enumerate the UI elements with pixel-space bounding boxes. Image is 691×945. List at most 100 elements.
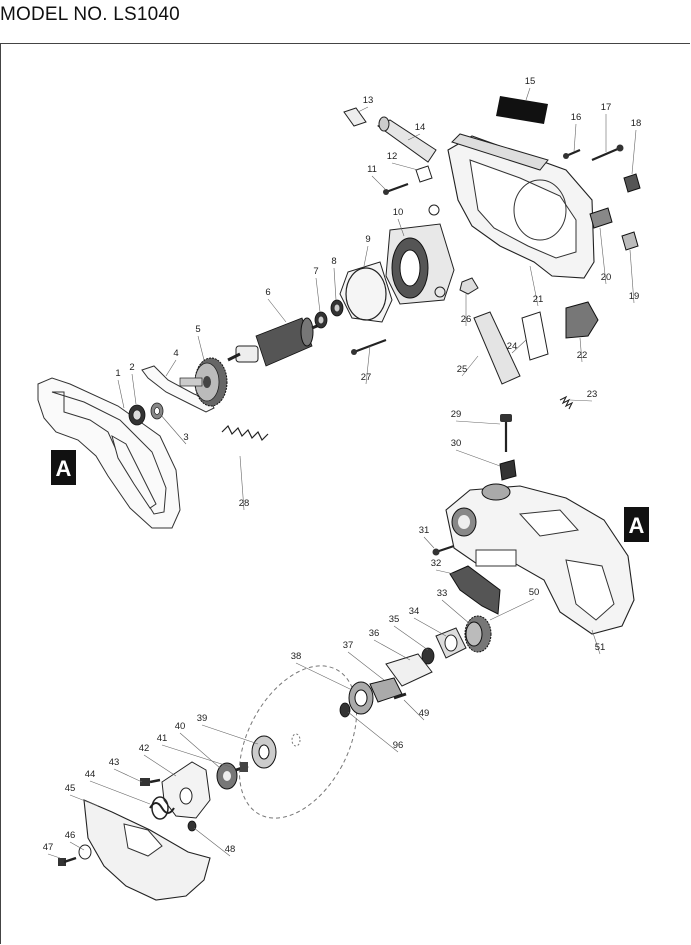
field-part <box>385 204 455 305</box>
part-label-18: 18 <box>631 118 642 129</box>
part-label-23: 23 <box>587 389 598 400</box>
screw-head-part <box>351 144 624 556</box>
leader-line-8 <box>333 267 337 301</box>
leader-line-50 <box>489 598 535 621</box>
part-label-4: 4 <box>173 348 178 359</box>
leader-line-10 <box>397 218 405 237</box>
cap-part <box>589 173 641 251</box>
part-label-48: 48 <box>225 844 236 855</box>
center-cover-part <box>140 761 211 832</box>
part-label-14: 14 <box>415 122 426 133</box>
leader-line-40 <box>179 732 221 769</box>
spindle-gear-part <box>369 615 492 703</box>
gear-part <box>179 357 228 407</box>
leader-line-47 <box>47 853 61 859</box>
leader-line-38 <box>295 662 353 691</box>
cover-plate-part <box>449 565 501 615</box>
spring-part <box>221 424 269 442</box>
part-label-10: 10 <box>393 207 404 218</box>
part-label-11: 11 <box>367 164 377 175</box>
part-label-30: 30 <box>451 438 462 449</box>
leader-line-12 <box>391 162 419 171</box>
part-label-2: 2 <box>129 362 134 373</box>
leader-line-31 <box>423 536 435 549</box>
bearing-part <box>128 402 164 426</box>
lever-part <box>141 365 215 413</box>
safety-cover-part <box>58 799 211 901</box>
part-label-8: 8 <box>331 256 336 267</box>
leader-line-96 <box>347 711 399 753</box>
leader-line-3 <box>159 413 187 445</box>
leader-line-14 <box>407 133 421 141</box>
leader-line-48 <box>193 827 231 857</box>
part-label-38: 38 <box>291 651 302 662</box>
leader-line-39 <box>201 724 259 745</box>
part-label-40: 40 <box>175 721 186 732</box>
leader-line-36 <box>373 639 411 661</box>
part-label-20: 20 <box>601 272 612 283</box>
part-label-42: 42 <box>139 743 150 754</box>
leader-line-37 <box>347 651 385 681</box>
part-label-12: 12 <box>387 151 398 162</box>
part-label-1: 1 <box>115 368 120 379</box>
leader-line-7 <box>315 277 321 313</box>
part-label-50: 50 <box>529 587 540 598</box>
diagram-frame <box>0 43 690 944</box>
part-label-25: 25 <box>457 364 468 375</box>
pin-part <box>343 107 437 183</box>
part-label-37: 37 <box>343 640 354 651</box>
leader-line-44 <box>89 780 151 805</box>
part-label-29: 29 <box>451 409 462 420</box>
part-label-9: 9 <box>365 234 370 245</box>
part-label-35: 35 <box>389 614 400 625</box>
part-label-17: 17 <box>601 102 612 113</box>
part-label-16: 16 <box>571 112 582 123</box>
leader-line-43 <box>113 768 143 783</box>
leader-line-13 <box>357 106 369 113</box>
part-label-39: 39 <box>197 713 208 724</box>
saw-blade-outline <box>238 665 358 819</box>
leader-line-5 <box>197 335 205 361</box>
part-label-44: 44 <box>85 769 96 780</box>
part-label-33: 33 <box>437 588 448 599</box>
leader-line-15 <box>525 87 531 101</box>
part-label-24: 24 <box>507 341 518 352</box>
part-label-3: 3 <box>183 432 188 443</box>
leader-line-2 <box>131 373 137 405</box>
baffle-ring-part <box>339 261 393 323</box>
part-label-43: 43 <box>109 757 120 768</box>
leader-line-18 <box>631 129 637 175</box>
part-label-45: 45 <box>65 783 76 794</box>
part-label-51: 51 <box>595 642 606 653</box>
motor-bearing-part <box>314 299 344 329</box>
part-label-34: 34 <box>409 606 420 617</box>
part-label-19: 19 <box>629 291 640 302</box>
part-label-96: 96 <box>393 740 404 751</box>
ref-marker-left <box>51 450 76 485</box>
leader-line-46 <box>69 841 85 851</box>
part-label-13: 13 <box>363 95 374 106</box>
blade-guard-part <box>445 483 635 635</box>
leader-line-35 <box>393 625 429 651</box>
leader-line-41 <box>161 744 235 769</box>
spacer-part <box>499 459 517 481</box>
leader-line-42 <box>143 754 177 777</box>
part-label-6: 6 <box>265 287 270 298</box>
leader-line-25 <box>461 355 479 377</box>
leader-line-6 <box>267 298 287 323</box>
leader-line-22 <box>579 337 583 363</box>
part-label-32: 32 <box>431 558 442 569</box>
leader-line-34 <box>413 617 447 637</box>
part-label-27: 27 <box>361 372 372 383</box>
part-label-21: 21 <box>533 294 544 305</box>
part-label-47: 47 <box>43 842 54 853</box>
leader-line-27 <box>365 345 371 385</box>
leader-line-4 <box>165 359 177 377</box>
leader-line-30 <box>455 449 501 467</box>
leader-line-49 <box>403 699 425 721</box>
part-label-22: 22 <box>577 350 588 361</box>
leader-line-45 <box>69 794 99 807</box>
leader-line-32 <box>435 569 455 575</box>
switch-part <box>459 277 599 385</box>
